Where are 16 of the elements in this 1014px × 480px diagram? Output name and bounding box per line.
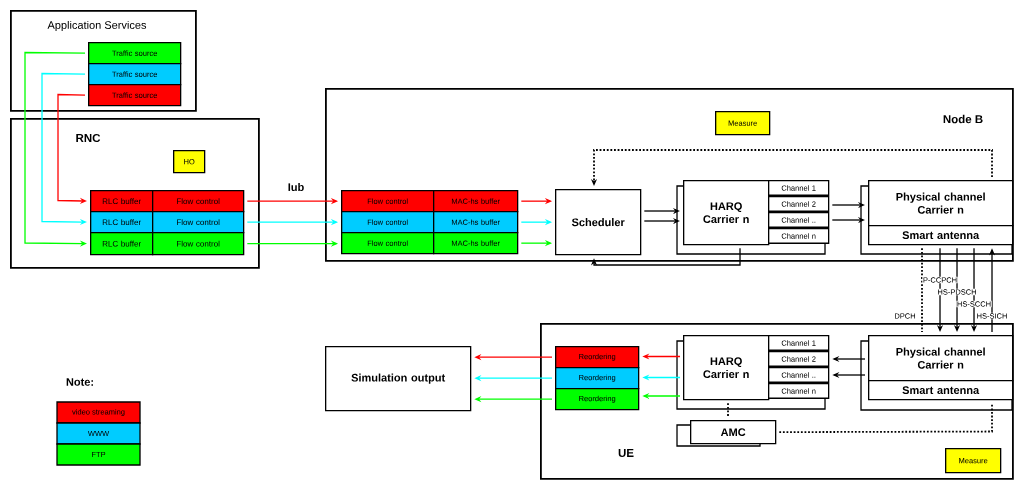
label: Iub [288,182,304,192]
process-box: Scheduler [555,189,642,256]
process-box: Flow control [152,232,245,256]
arrow [590,247,741,266]
process-box: Smart antenna [868,225,1014,246]
process-box: RLC buffer [90,190,154,213]
process-box: HARQ Carrier n [683,335,770,401]
process-box: Simulation output [325,346,472,412]
label: Note: [66,378,93,386]
process-box: AMC [690,420,777,445]
process-box: HARQ Carrier n [683,180,770,246]
process-box: Flow control [152,190,245,213]
process-box: Flow control [152,211,245,234]
process-box: Smart antenna [868,380,1014,401]
process-box: RLC buffer [90,211,154,234]
process-box: RLC buffer [90,232,154,256]
